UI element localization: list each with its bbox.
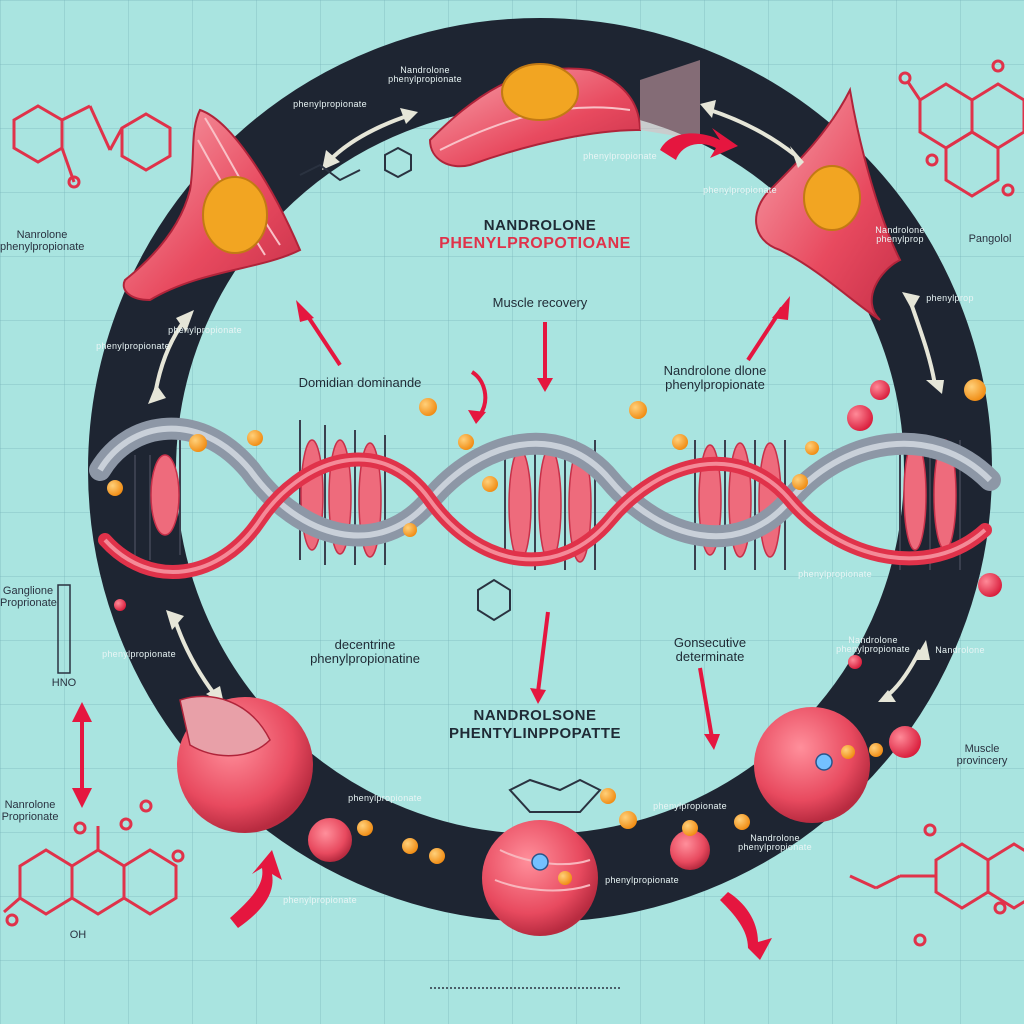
ring-label: phenylpropionate [703,185,777,195]
molecule-structure-icon [12,104,172,189]
label-right-top: Pangolol [968,233,1012,245]
ring-label: phenylpropionate [348,793,422,803]
label-left-top: Nanrolone phenylpropionate [0,229,85,253]
ring-label: Nandrolone phenylpropionate [836,635,910,655]
label-consecutive: Gonsecutive determinate [673,635,747,664]
ring-label: phenylpropionate [798,569,872,579]
title-top-line2: PHENYLPROPOTIOANE [439,235,631,252]
ring-label: phenylpropionate [168,325,242,335]
double-arrow-icon [72,702,92,808]
label-left-oh: OH [69,929,87,941]
muscle-sphere-icon [482,788,616,936]
label-left-bottom: Nanrolone Proprionate [1,799,59,823]
ring-label: phenylpropionate [96,341,170,351]
label-decentrine: decentrine phenylpropionatine [310,637,420,666]
title-bottom-line1: NANDROLSONE [473,707,597,724]
label-dominant: Domidian dominande [298,375,422,390]
ring-label: phenylpropionate [653,801,727,811]
muscle-cell-icon [122,108,302,302]
ring-label: phenylpropionate [102,649,176,659]
ring-label: Nandrolone [935,645,985,655]
muscle-sphere-icon [619,707,921,870]
molecule-structure-icon [299,146,602,813]
ring-label: phenylpropionate [583,151,657,161]
ring-label: phenylpropionate [293,99,367,109]
muscle-cell-icon [428,60,700,168]
ring-label: phenylpropionate [605,875,679,885]
molecule-bead-icon [107,379,1002,669]
ring-label: phenylpropionate [283,895,357,905]
label-muscle-recovery: Muscle recovery [492,295,588,310]
red-arrow-icon [303,306,784,739]
red-arrow-icon [230,296,790,960]
bracket [57,584,71,674]
ring-label: Nandrolone phenylprop [875,225,925,245]
muscle-sphere-icon [177,695,445,864]
molecule-structure-icon [898,59,1024,198]
title-top-line1: NANDROLONE [483,217,597,234]
muscle-cell-icon [755,86,902,321]
label-right-bottom: Muscle provincery [956,743,1008,767]
red-arrow-icon [660,128,738,160]
title-bottom-line2: PHENTYLINPPOPATTE [448,725,622,742]
dna-helix-icon [89,417,1001,579]
label-left-box: HNO [51,677,77,689]
label-left-mid: Ganglione Proprionate [0,585,57,609]
label-nandrolone-phenylpropionate: Nandrolone dlone phenylpropionate [663,363,767,392]
ring-label: phenylprop [926,293,974,303]
ring-label: Nandrolone phenylpropionate [388,65,462,85]
molecule-structure-icon [3,799,185,927]
ring-label: Nandrolone phenylpropionate [738,833,812,853]
molecule-structure-icon [849,823,1024,947]
